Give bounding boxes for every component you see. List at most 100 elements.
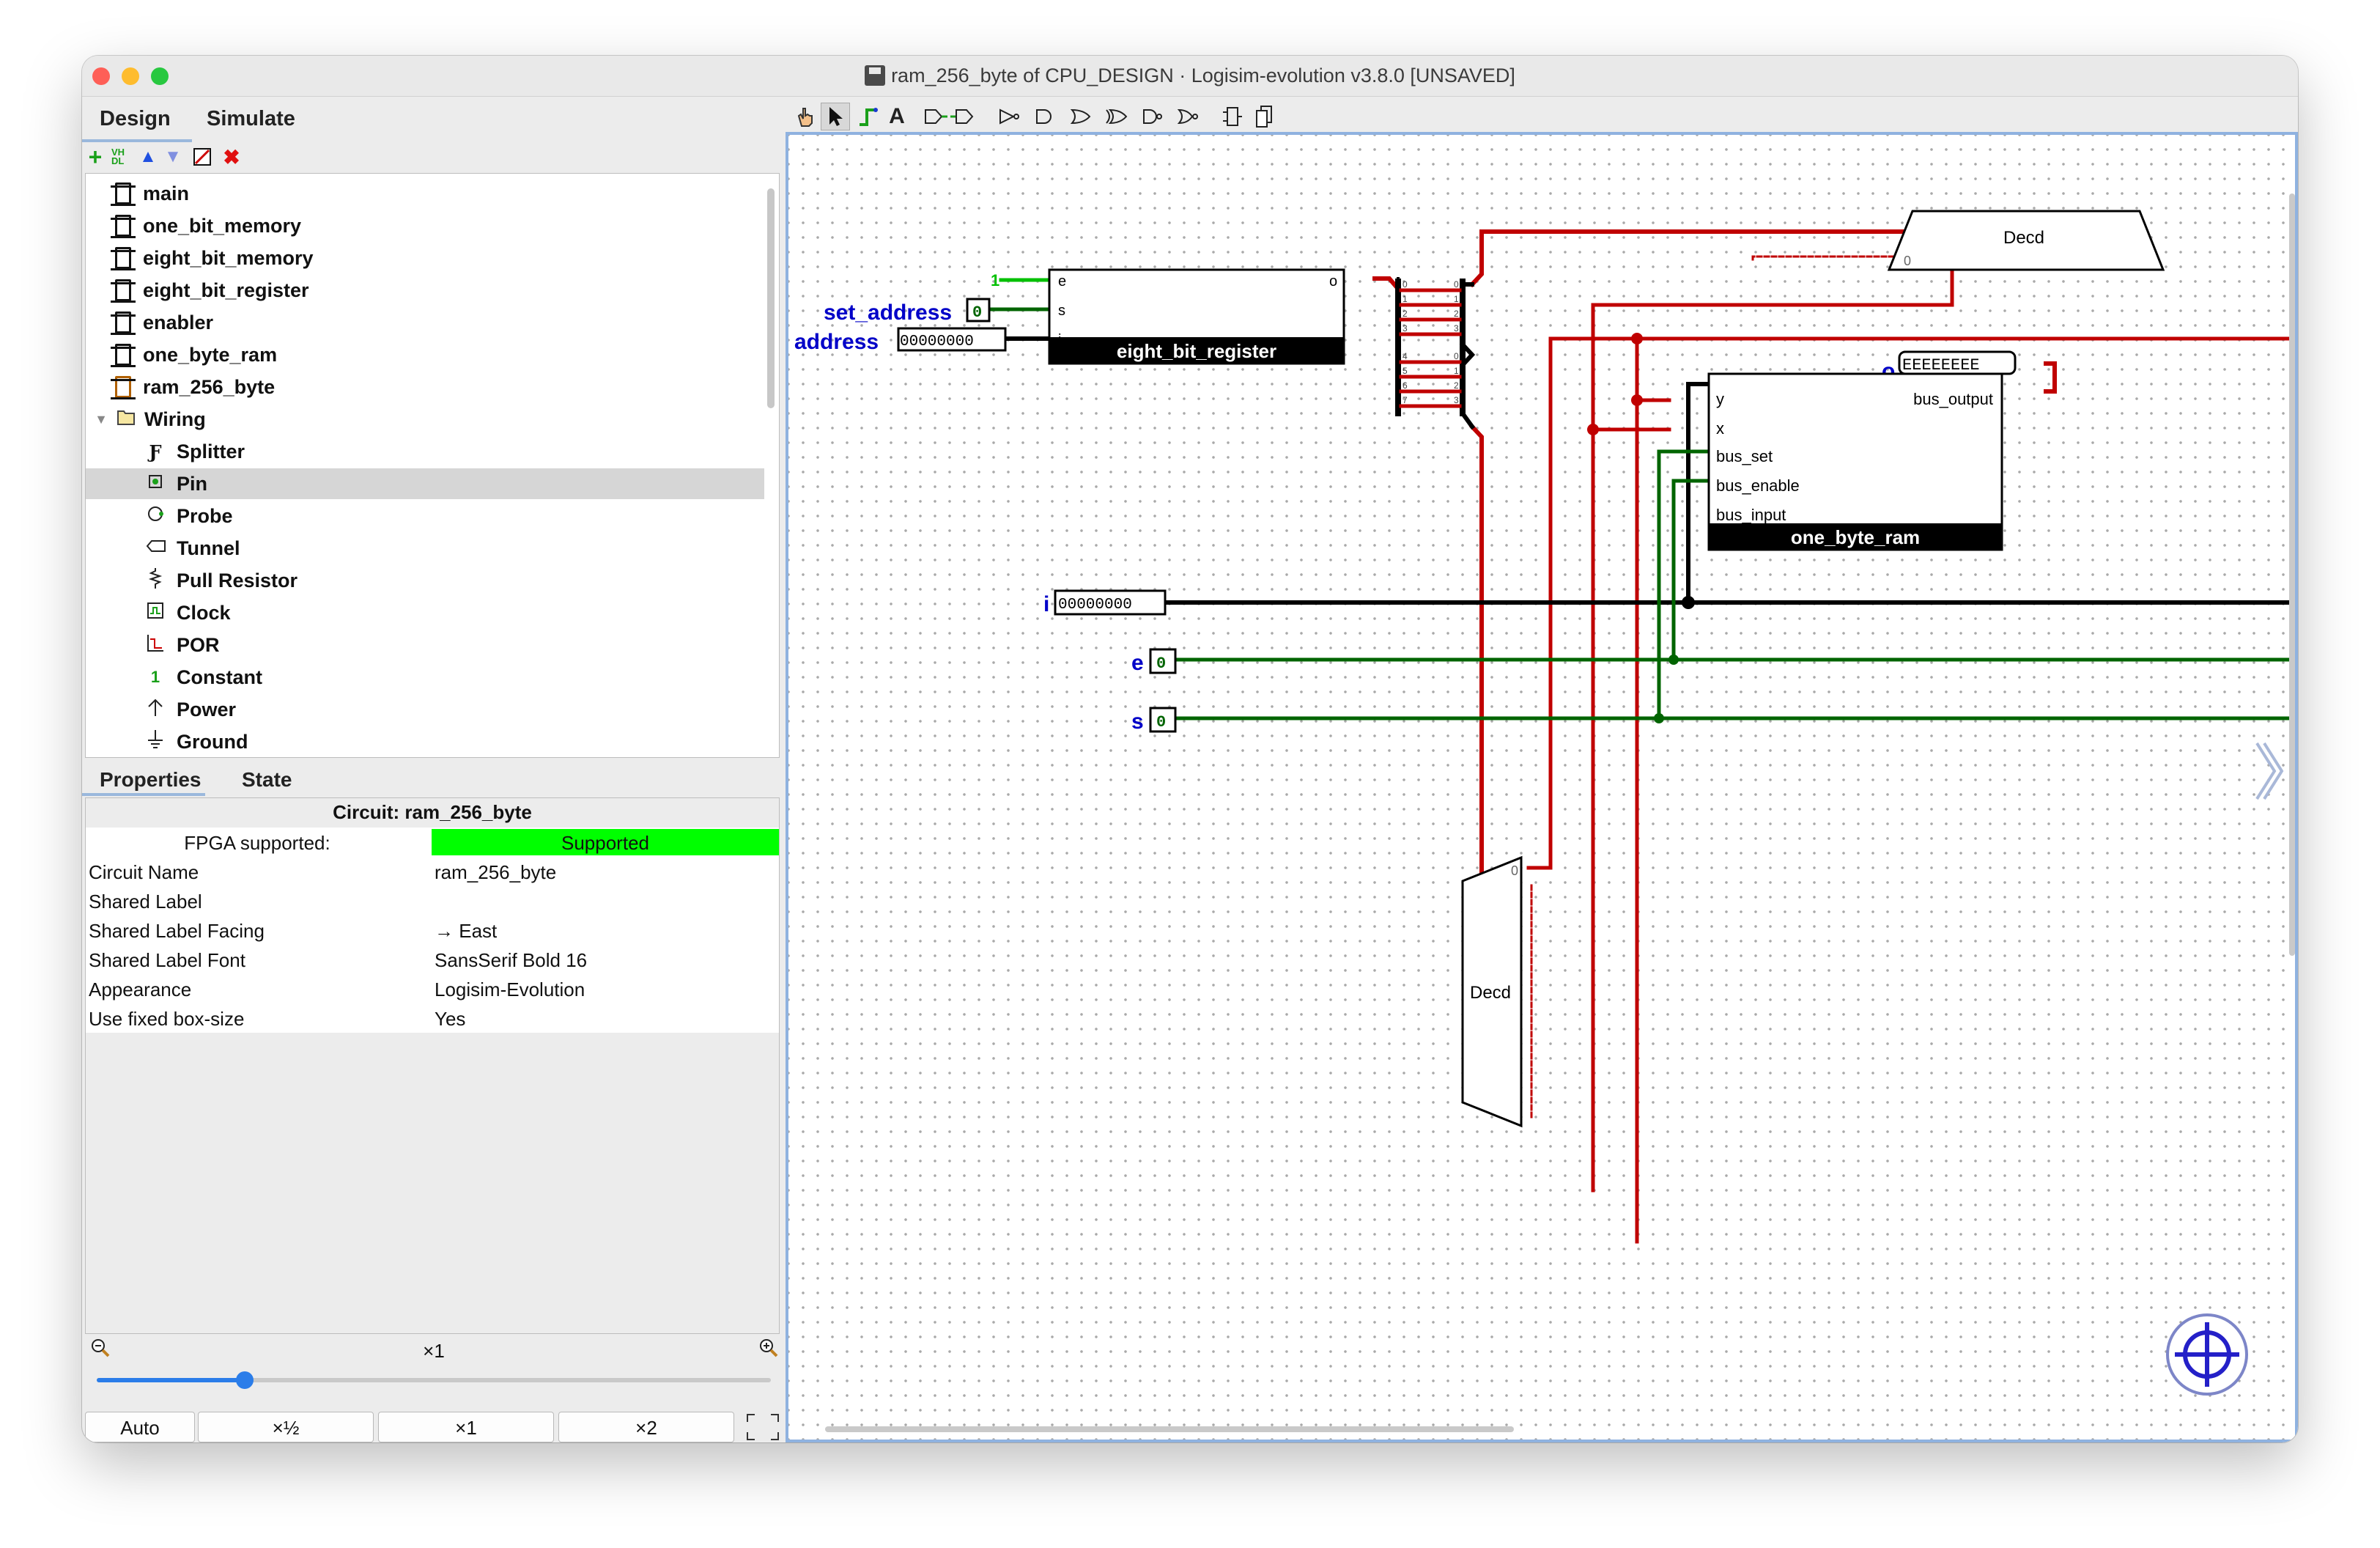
or-gate-tool-icon[interactable] xyxy=(1067,103,1096,130)
nor-gate-tool-icon[interactable] xyxy=(1174,103,1203,130)
tab-properties[interactable]: Properties xyxy=(100,768,202,791)
zoom-half-button[interactable]: ×½ xyxy=(198,1412,374,1442)
explorer-scrollbar[interactable] xyxy=(767,188,775,408)
zoom-two-button[interactable]: ×2 xyxy=(558,1412,734,1442)
zoom-slider-thumb[interactable] xyxy=(236,1371,254,1389)
property-row-shared-label[interactable]: Shared Label xyxy=(86,886,779,915)
property-value[interactable]: Yes xyxy=(435,1008,466,1030)
tree-item-label: main xyxy=(143,182,190,204)
tree-item-label: one_byte_ram xyxy=(143,343,278,366)
top-decoder-label: Decd xyxy=(2003,228,2044,248)
vhdl-icon[interactable]: VH DL xyxy=(111,147,125,166)
arrow-up-icon[interactable]: ▲ xyxy=(139,147,157,166)
canvas-toolbar: A xyxy=(786,98,2298,135)
address-pin[interactable] xyxy=(897,327,1007,352)
tree-item-por[interactable]: POR xyxy=(146,630,220,660)
junction-dot xyxy=(1631,333,1643,344)
tab-state[interactable]: State xyxy=(242,768,292,791)
property-value[interactable]: ram_256_byte xyxy=(435,861,557,883)
property-value[interactable]: Logisim-Evolution xyxy=(435,978,585,1000)
select-tool-icon[interactable] xyxy=(821,103,850,130)
ram-port-bus-set: bus_set xyxy=(1716,447,1773,465)
tree-item-label: Ground xyxy=(177,730,248,753)
delete-icon[interactable]: ✖ xyxy=(223,145,240,169)
tree-item-enabler[interactable]: enabler xyxy=(111,307,213,338)
splitter-index-label: 1 xyxy=(1454,294,1459,304)
xor-gate-tool-icon[interactable] xyxy=(1102,103,1131,130)
zoom-one-button[interactable]: ×1 xyxy=(378,1412,554,1442)
edit-layout-icon[interactable] xyxy=(1218,103,1247,130)
edit-appearance-tool-icon[interactable] xyxy=(1250,103,1279,130)
tree-item-tunnel[interactable]: Tunnel xyxy=(146,533,240,564)
plus-icon[interactable]: + xyxy=(88,143,103,170)
zoom-in-icon[interactable] xyxy=(758,1337,780,1363)
scroll-right-icon[interactable] xyxy=(2255,742,2277,800)
zoom-window-button[interactable] xyxy=(151,67,169,85)
recenter-button[interactable] xyxy=(2166,1313,2248,1396)
tree-item-label: Clock xyxy=(177,601,231,624)
e-pin-value: 0 xyxy=(1156,655,1166,673)
tree-item-one-byte-ram[interactable]: one_byte_ram xyxy=(111,339,278,370)
canvas-vertical-scrollbar[interactable] xyxy=(2289,194,2295,956)
left-decoder[interactable] xyxy=(1461,855,1523,1128)
i-pin-value: 00000000 xyxy=(1058,597,1132,613)
property-row-circuit-name[interactable]: Circuit Name ram_256_byte xyxy=(86,857,779,886)
tree-item-ram-256-byte[interactable]: ram_256_byte xyxy=(111,372,275,402)
text-tool-icon[interactable]: A xyxy=(889,104,905,128)
s-pin[interactable] xyxy=(1149,707,1177,733)
ground-icon xyxy=(146,729,165,754)
top-decoder[interactable] xyxy=(1887,210,2165,271)
zoom-slider-track[interactable] xyxy=(97,1371,771,1389)
tree-item-clock[interactable]: Clock xyxy=(146,597,231,628)
tree-item-power[interactable]: Power xyxy=(146,694,236,725)
fullscreen-icon[interactable] xyxy=(744,1412,781,1442)
and-gate-tool-icon[interactable] xyxy=(1032,103,1061,130)
tree-item-eight-bit-register[interactable]: eight_bit_register xyxy=(111,275,309,306)
property-row-shared-label-facing[interactable]: Shared Label Facing→ East xyxy=(86,915,779,945)
left-decoder-port: 0 xyxy=(1511,863,1518,878)
nand-gate-tool-icon[interactable] xyxy=(1139,103,1168,130)
tab-simulate[interactable]: Simulate xyxy=(207,107,295,130)
canvas-horizontal-scrollbar[interactable] xyxy=(825,1426,1514,1432)
e-pin[interactable] xyxy=(1149,648,1177,674)
property-key: Circuit Name xyxy=(89,861,199,883)
circuit-canvas[interactable]: 1 set_address 0 address 00000000 eight_b… xyxy=(786,132,2298,1442)
ram-component[interactable] xyxy=(1707,372,2003,551)
input-pin-tool-icon[interactable] xyxy=(920,103,950,130)
tree-item-main[interactable]: main xyxy=(111,178,190,209)
splitter-index-label: 0 xyxy=(1454,279,1459,290)
set-address-pin[interactable] xyxy=(966,298,991,322)
expand-triangle-icon[interactable]: ▼ xyxy=(95,411,108,427)
property-value[interactable]: SansSerif Bold 16 xyxy=(435,949,588,971)
tree-item-eight-bit-memory[interactable]: eight_bit_memory xyxy=(111,243,314,273)
tree-item-ground[interactable]: Ground xyxy=(146,726,248,757)
address-pin-value: 00000000 xyxy=(900,333,974,350)
zoom-out-icon[interactable] xyxy=(89,1337,111,1363)
tree-item-probe[interactable]: Probe xyxy=(146,501,233,531)
tree-item-pin[interactable]: Pin xyxy=(86,468,764,499)
zoom-level-label: ×1 xyxy=(423,1340,445,1362)
poke-tool-icon[interactable] xyxy=(790,103,819,130)
minimize-window-button[interactable] xyxy=(122,67,139,85)
edit-appearance-icon[interactable] xyxy=(192,147,212,167)
tree-item-pull-resistor[interactable]: Pull Resistor xyxy=(146,565,298,596)
not-gate-tool-icon[interactable] xyxy=(995,103,1024,130)
property-value[interactable]: → East xyxy=(435,920,498,942)
close-window-button[interactable] xyxy=(92,67,110,85)
tree-folder-wiring[interactable]: ▼ Wiring xyxy=(92,404,206,435)
wiring-tool-icon[interactable] xyxy=(853,103,882,130)
arrow-down-icon[interactable]: ▼ xyxy=(164,147,182,166)
tree-item-one-bit-memory[interactable]: one_bit_memory xyxy=(111,210,301,241)
zoom-auto-button[interactable]: Auto xyxy=(85,1412,195,1442)
circuit-schematic[interactable]: 1 set_address 0 address 00000000 eight_b… xyxy=(788,135,2295,1440)
i-pin[interactable] xyxy=(1054,589,1167,616)
tree-item-label: Constant xyxy=(177,666,262,688)
tab-design[interactable]: Design xyxy=(100,107,171,130)
register-port-i: i xyxy=(1058,332,1061,348)
output-pin-tool-icon[interactable] xyxy=(948,103,978,130)
